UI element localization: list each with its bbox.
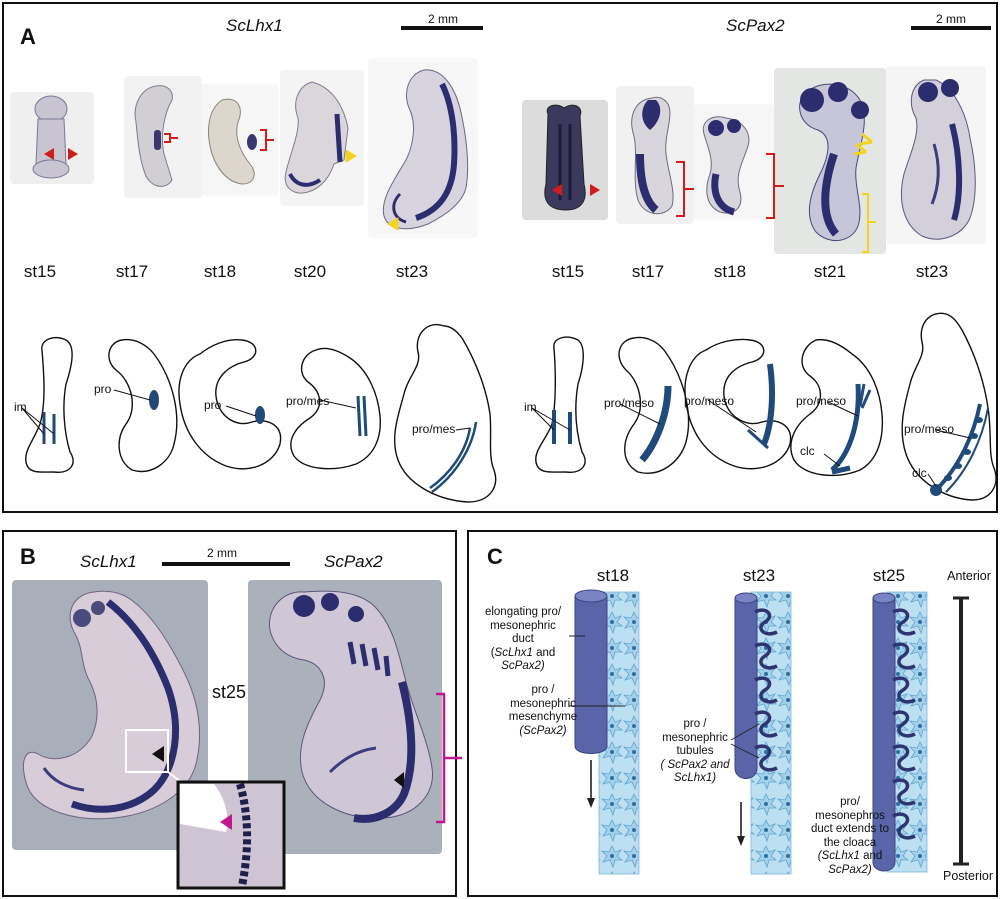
embryo-pax2-st17	[631, 96, 674, 215]
scale-bar-left	[401, 26, 483, 30]
stage-label: st18	[713, 262, 747, 281]
schematic-lhx1-st23	[393, 323, 497, 503]
schematic-label: pro/meso	[604, 396, 655, 410]
zoom-inset	[176, 780, 286, 890]
panel-label-b: B	[20, 544, 36, 569]
stage-label: st23	[395, 262, 429, 281]
stage-label: st18	[203, 262, 237, 281]
embryo-lhx1-st20	[284, 81, 349, 194]
embryo-lhx1-st15	[32, 95, 70, 179]
stage-label: st21	[813, 262, 847, 281]
gene-label-sclhx1: ScLhx1	[226, 16, 283, 35]
scale-bar-label-left: 2 mm	[428, 12, 458, 26]
scale-bar-label: 2 mm	[207, 546, 237, 560]
panel-b-drawings	[22, 590, 462, 890]
stage-label: st23	[742, 566, 776, 585]
red-arrowhead-markers	[44, 148, 600, 196]
embryo-pax2-st18	[702, 116, 750, 216]
schematic-label: clc	[912, 466, 927, 480]
axis-label-anterior: Anterior	[947, 569, 991, 583]
stage-label: st17	[631, 262, 665, 281]
embryo-pax2-st25	[268, 590, 433, 823]
embryo-pax2-st23	[901, 79, 976, 240]
red-brackets	[164, 129, 784, 219]
schematic-label: clc	[800, 444, 815, 458]
axis-label-posterior: Posterior	[942, 869, 994, 883]
black-arrowhead	[394, 772, 404, 788]
schematic-label: pro	[204, 398, 222, 412]
stage-label: st25	[872, 566, 906, 585]
schematic-lhx1-st17	[108, 338, 178, 473]
schematic-label: pro/meso	[684, 394, 735, 408]
gene-label-sclhx1: ScLhx1	[80, 552, 137, 571]
embryo-lhx1-st17	[134, 85, 173, 187]
scale-bar-right	[911, 26, 991, 30]
schematic-pax2-st23	[901, 312, 997, 501]
scale-bar	[162, 562, 290, 566]
schematic-label: im	[524, 400, 537, 414]
panel-label-c: C	[487, 544, 503, 569]
embryo-lhx1-st23	[382, 69, 469, 230]
gene-label-scpax2: ScPax2	[324, 552, 383, 571]
schematic-label: pro/mes	[286, 394, 330, 408]
magenta-bracket	[436, 692, 462, 824]
panel-c-drawings	[569, 589, 969, 875]
schematic-pax2-st15	[531, 336, 586, 473]
schematic-pax2-st17	[618, 336, 690, 474]
gene-label-scpax2: ScPax2	[726, 16, 785, 35]
stage-label: st20	[293, 262, 327, 281]
embryo-lhx1-st18	[208, 98, 257, 185]
panel-a: A ScLhx1 ScPax2 2 mm 2 mm	[2, 2, 998, 513]
schematic-lhx1-st15	[21, 336, 74, 473]
schematic-label: pro/meso	[796, 394, 847, 408]
stage-label: st23	[915, 262, 949, 281]
yellow-markers	[345, 132, 876, 253]
stage-label: st17	[115, 262, 149, 281]
schematic-lhx1-st18	[178, 339, 282, 470]
schematic-label: pro	[94, 382, 112, 396]
schematic-pax2-st18	[684, 338, 792, 470]
schematic-label: pro/mes	[412, 422, 456, 436]
schematic-pax2-st21	[790, 338, 884, 477]
scale-bar-label-right: 2 mm	[936, 12, 966, 26]
anterior-posterior-axis	[953, 596, 969, 866]
duct-diagram-st23	[730, 591, 792, 875]
embryo-lhx1-st25	[22, 590, 201, 820]
black-arrowhead	[152, 746, 164, 762]
panel-c: C st18 st23 st25 Anterior Posterior	[467, 530, 998, 897]
embryo-pax2-st15	[544, 104, 586, 211]
panel-label-a: A	[20, 24, 36, 49]
duct-diagram-st25	[872, 591, 928, 873]
stage-label: st15	[551, 262, 585, 281]
zoom-box	[125, 729, 169, 773]
stage-label: st15	[23, 262, 57, 281]
schematic-label: im	[14, 400, 27, 414]
schematic-lhx1-st20	[290, 347, 381, 470]
panel-b: B ScLhx1 ScPax2 2 mm st25	[2, 530, 462, 897]
schematic-label: pro/meso	[904, 422, 955, 436]
panel-a-drawings	[21, 69, 997, 503]
stage-label-st25: st25	[211, 682, 247, 702]
embryo-pax2-st21	[799, 82, 869, 241]
stage-label: st18	[596, 566, 630, 585]
duct-diagram-st18	[569, 589, 640, 875]
